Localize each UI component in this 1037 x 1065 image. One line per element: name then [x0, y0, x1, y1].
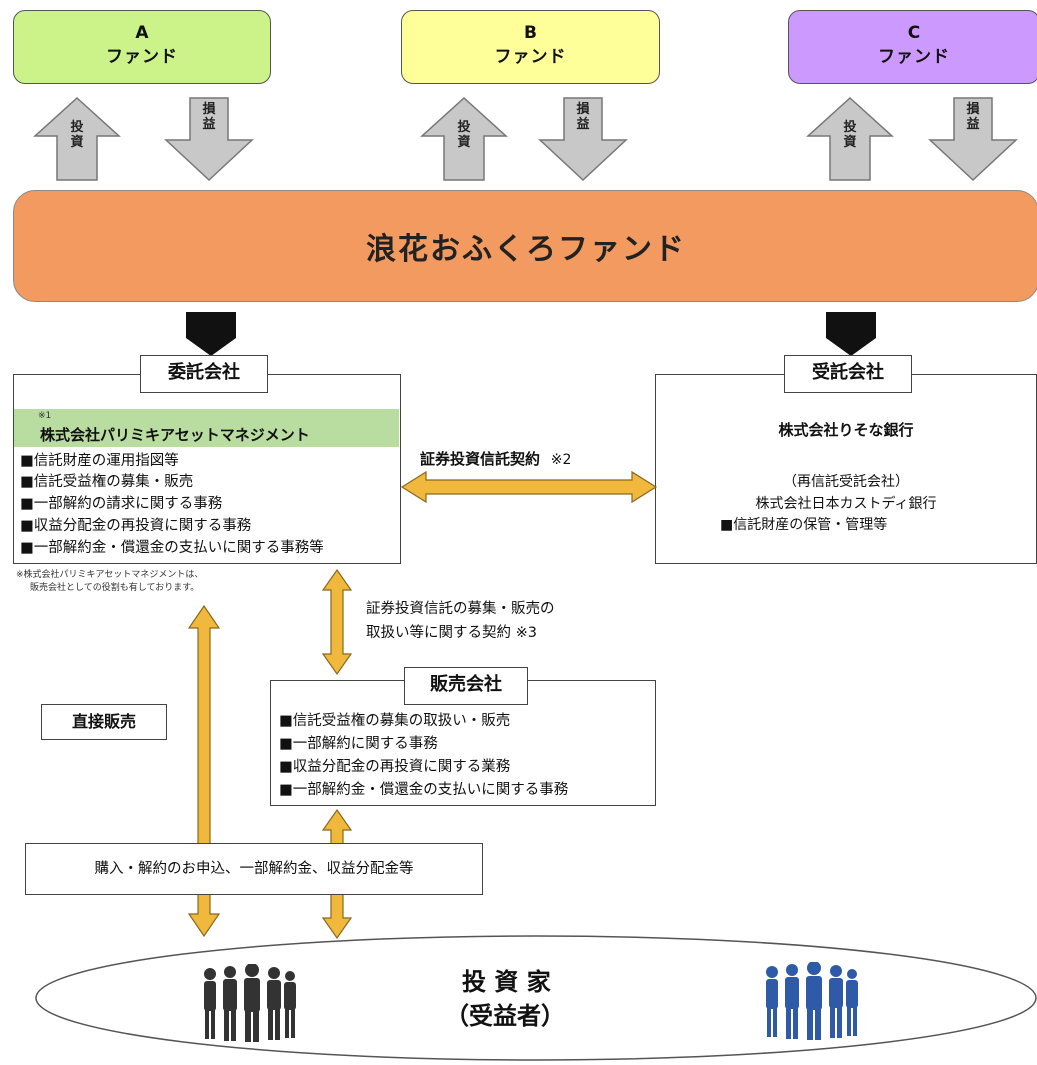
- trustor-item-1: ■信託財産の運用指図等: [20, 453, 179, 469]
- trustor-footnote-2: 販売会社としての役割も有しております。: [30, 583, 200, 593]
- pnl-label-a: 損益: [202, 102, 216, 132]
- trustor-down-arrow: [186, 312, 236, 360]
- people-group-right-icon: [760, 961, 860, 1046]
- trustor-company-highlight: [14, 409, 399, 447]
- trustor-item-2: ■信託受益権の募集・販売: [20, 474, 194, 490]
- trustor-tab: 委託会社: [140, 355, 268, 393]
- fund-c-letter: C: [907, 23, 921, 43]
- invest-label-c: 投資: [843, 120, 857, 150]
- invest-arrow-b: [420, 96, 508, 182]
- seller-item-1: ■信託受益権の募集の取扱い・販売: [279, 713, 511, 729]
- trustee-sub-label: （再信託受託会社）: [783, 474, 909, 490]
- investor-subtitle: （受益者）: [445, 1002, 565, 1030]
- direct-sales-label: 直接販売: [41, 704, 167, 740]
- sales-contract-label-1: 証券投資信託の募集・販売の: [366, 601, 555, 617]
- sales-contract-label-2: 取扱い等に関する契約 ※3: [366, 625, 537, 641]
- trustor-item-3: ■一部解約の請求に関する事務: [20, 496, 223, 512]
- people-group-left-icon: [198, 963, 298, 1048]
- fund-c-name: ファンド: [878, 47, 950, 67]
- trustee-sub-company: 株式会社日本カストディ銀行: [755, 496, 937, 512]
- invest-label-b: 投資: [457, 120, 471, 150]
- trustee-company-name: 株式会社りそな銀行: [778, 421, 914, 439]
- seller-item-4: ■一部解約金・償還金の支払いに関する事務: [279, 782, 569, 798]
- trustor-item-4: ■収益分配金の再投資に関する事務: [20, 518, 252, 534]
- trustee-down-arrow: [826, 312, 876, 360]
- fund-b-letter: B: [524, 23, 537, 43]
- fund-b-box: B ファンド: [401, 10, 660, 84]
- fund-a-name: ファンド: [106, 47, 178, 67]
- pnl-label-c: 損益: [966, 102, 980, 132]
- invest-arrow-c: [806, 96, 894, 182]
- flow-label: 購入・解約のお申込、一部解約金、収益分配金等: [25, 843, 483, 895]
- pnl-arrow-c: [928, 96, 1018, 182]
- contract-label-note: ※2: [550, 452, 572, 468]
- trustor-item-5: ■一部解約金・償還金の支払いに関する事務等: [20, 540, 324, 556]
- fund-b-name: ファンド: [494, 47, 567, 67]
- main-fund-title: 浪花おふくろファンド: [366, 232, 686, 267]
- main-fund-bar: 浪花おふくろファンド: [13, 190, 1037, 302]
- trustor-company-name: 株式会社パリミキアセットマネジメント: [40, 426, 310, 444]
- invest-label-a: 投資: [70, 120, 84, 150]
- pnl-label-b: 損益: [576, 102, 590, 132]
- trustor-panel: ※1 株式会社パリミキアセットマネジメント ■信託財産の運用指図等 ■信託受益権…: [13, 374, 401, 564]
- seller-item-2: ■一部解約に関する事務: [279, 736, 438, 752]
- sales-contract-arrow: [321, 568, 353, 680]
- pnl-arrow-b: [538, 96, 628, 182]
- seller-tab: 販売会社: [404, 667, 528, 705]
- fund-a-letter: A: [135, 23, 149, 43]
- contract-label-text: 証券投資信託契約: [420, 450, 541, 468]
- trustee-panel: 株式会社りそな銀行 （再信託受託会社） 株式会社日本カストディ銀行 ■信託財産の…: [655, 374, 1037, 564]
- contract-label: 証券投資信託契約 ※2: [420, 448, 571, 469]
- trustee-tab: 受託会社: [784, 355, 912, 393]
- contract-double-arrow: [400, 470, 658, 508]
- invest-arrow-a: [33, 96, 121, 182]
- seller-item-3: ■収益分配金の再投資に関する業務: [279, 759, 511, 775]
- trustor-footnote-1: ※株式会社パリミキアセットマネジメントは、: [16, 570, 204, 580]
- fund-a-box: A ファンド: [13, 10, 271, 84]
- direct-sales-arrow: [187, 604, 221, 942]
- trustor-note-mark: ※1: [38, 411, 52, 421]
- investor-title: 投 資 家: [462, 968, 551, 996]
- trustee-item: ■信託財産の保管・管理等: [720, 517, 888, 533]
- fund-c-box: C ファンド: [788, 10, 1037, 84]
- pnl-arrow-a: [164, 96, 254, 182]
